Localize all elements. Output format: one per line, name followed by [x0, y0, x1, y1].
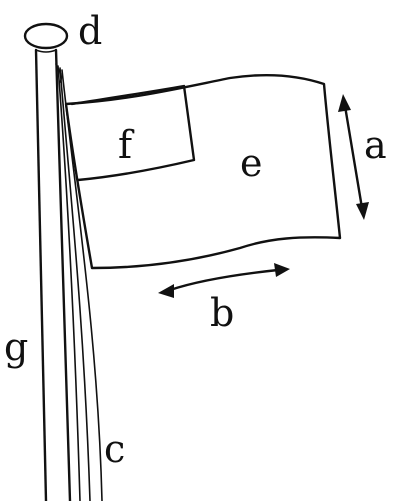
flagpole	[34, 48, 72, 501]
label-g: g	[4, 325, 28, 369]
label-a: a	[364, 123, 387, 167]
label-c: c	[104, 427, 125, 471]
flag-body	[64, 73, 342, 270]
canton	[70, 84, 196, 182]
label-b: b	[210, 291, 234, 335]
height-arrow-a	[338, 94, 369, 220]
label-f: f	[118, 123, 135, 167]
label-d: d	[78, 9, 102, 53]
finial	[23, 22, 69, 50]
label-e: e	[240, 141, 263, 185]
length-arrow-b	[158, 263, 290, 298]
